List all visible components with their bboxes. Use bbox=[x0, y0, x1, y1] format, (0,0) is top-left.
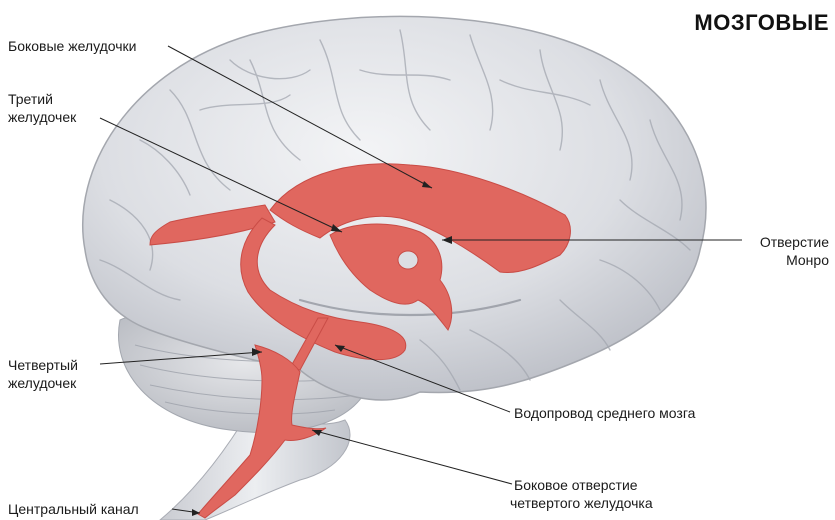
label-text: желудочек bbox=[8, 374, 78, 392]
label-text: Водопровод среднего мозга bbox=[514, 404, 695, 422]
label-text: Боковые желудочки bbox=[8, 37, 137, 55]
label-central-canal: Центральный канал bbox=[8, 500, 139, 518]
label-lateral-ventricles: Боковые желудочки bbox=[8, 37, 137, 55]
label-text: четвертого желудочка bbox=[510, 494, 653, 512]
label-foramen-monro: Отверстие Монро bbox=[760, 233, 829, 269]
label-fourth-ventricle: Четвертый желудочек bbox=[8, 356, 78, 392]
label-text: Центральный канал bbox=[8, 500, 139, 518]
page-title: МОЗГОВЫЕ bbox=[694, 10, 829, 36]
label-aqueduct: Водопровод среднего мозга bbox=[514, 404, 695, 422]
label-text: желудочек bbox=[8, 108, 76, 126]
label-third-ventricle: Третий желудочек bbox=[8, 90, 76, 126]
label-text: Боковое отверстие bbox=[510, 476, 653, 494]
label-text: Отверстие bbox=[760, 233, 829, 251]
label-text: Третий bbox=[8, 90, 76, 108]
label-text: Монро bbox=[760, 251, 829, 269]
label-text: Четвертый bbox=[8, 356, 78, 374]
label-lateral-aperture: Боковое отверстие четвертого желудочка bbox=[510, 476, 653, 512]
